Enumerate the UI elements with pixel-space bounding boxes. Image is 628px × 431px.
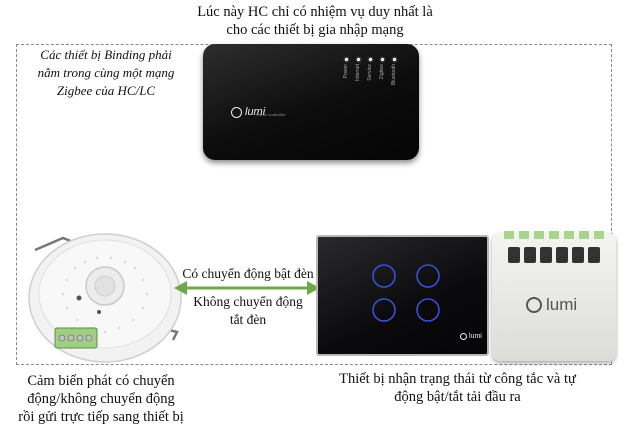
- binding-note-line1: Các thiết bị Binding phải: [40, 47, 172, 62]
- hc-logo: lumi: [231, 106, 265, 118]
- arrow-head-left: [174, 281, 187, 295]
- sensor-terminal-screws: [58, 334, 93, 342]
- sensor-hole-bottom: [97, 310, 101, 314]
- led-dot-icon: [368, 58, 372, 61]
- lumi-logo-icon: [526, 297, 542, 313]
- motion-label: Có chuyển động bật đèn: [182, 266, 314, 281]
- switch-logo: lumi: [460, 333, 482, 340]
- touch-button-2: [416, 264, 440, 288]
- hc-model-label: Home controller: [256, 112, 286, 117]
- led-label: Bluetooth: [391, 64, 397, 86]
- led-dot-icon: [380, 58, 384, 61]
- relay-terminals: [508, 247, 600, 263]
- sensor-caption-line1: Cảm biến phát có chuyển: [27, 373, 175, 389]
- touch-button-3: [372, 298, 396, 322]
- touch-button-4: [416, 298, 440, 322]
- arrow-head-right: [307, 281, 320, 295]
- led-label: Internet: [355, 64, 361, 81]
- home-controller-device: Power Internet Service Zigbee Bluetooth lumi…: [203, 44, 419, 160]
- touch-switch-device: lumi: [316, 235, 489, 356]
- relay-top-pins: [504, 231, 604, 239]
- led-label: Zigbee: [379, 64, 385, 80]
- relay-logo: lumi: [526, 295, 577, 315]
- no-motion-label: Không chuyển động tắt đèn: [178, 293, 318, 329]
- switch-caption-line2: động bật/tắt tải đầu ra: [394, 389, 521, 405]
- no-motion-label-line1: Không chuyển động: [193, 294, 303, 309]
- led-label: Power: [343, 64, 349, 79]
- switch-caption: Thiết bị nhận trạng thái từ công tắc và …: [300, 370, 615, 406]
- touch-buttons: [372, 264, 440, 322]
- lumi-logo-icon: [460, 333, 467, 340]
- switch-caption-line1: Thiết bị nhận trạng thái từ công tắc và …: [339, 371, 576, 387]
- sensor-dot-pattern: [61, 256, 149, 334]
- led-label: Service: [367, 64, 373, 81]
- hc-led-zigbee: Zigbee: [379, 58, 385, 85]
- binding-note-line3: Zigbee của HC/LC: [56, 83, 156, 98]
- top-caption-line2: cho các thiết bị gia nhập mạng: [226, 22, 404, 38]
- touch-button-1: [372, 264, 396, 288]
- top-caption-line1: Lúc này HC chỉ có nhiệm vụ duy nhất là: [197, 4, 433, 20]
- hc-brand: lumi: [245, 106, 266, 118]
- top-caption: Lúc này HC chỉ có nhiệm vụ duy nhất là c…: [150, 3, 480, 39]
- relay-module-device: lumi: [492, 231, 616, 361]
- sensor-caption-line2: động/không chuyển động: [27, 391, 175, 407]
- led-dot-icon: [356, 58, 360, 61]
- relay-brand: lumi: [546, 295, 578, 314]
- no-motion-label-line2: tắt đèn: [229, 312, 267, 327]
- led-dot-icon: [344, 58, 348, 61]
- hc-led-internet: Internet: [355, 58, 361, 85]
- sensor-terminal-block: [54, 327, 98, 349]
- hc-led-bluetooth: Bluetooth: [391, 58, 397, 85]
- switch-brand: lumi: [469, 333, 482, 340]
- sensor-caption-line3: rồi gửi trực tiếp sang thiết bị: [18, 409, 184, 425]
- hc-led-power: Power: [343, 58, 349, 85]
- lumi-logo-icon: [231, 106, 242, 118]
- hc-led-panel: Power Internet Service Zigbee Bluetooth: [343, 58, 409, 118]
- hc-led-service: Service: [367, 58, 373, 85]
- motion-sensor-device: [28, 233, 182, 363]
- binding-note: Các thiết bị Binding phải nằm trong cùng…: [20, 46, 192, 100]
- bidirectional-arrow: [174, 281, 320, 295]
- binding-note-line2: nằm trong cùng một mạng: [37, 65, 175, 80]
- sensor-caption: Cảm biến phát có chuyển động/không chuyể…: [2, 372, 200, 426]
- led-dot-icon: [392, 58, 396, 61]
- sensor-hole-left: [76, 295, 82, 301]
- pir-lens-inner: [94, 275, 116, 297]
